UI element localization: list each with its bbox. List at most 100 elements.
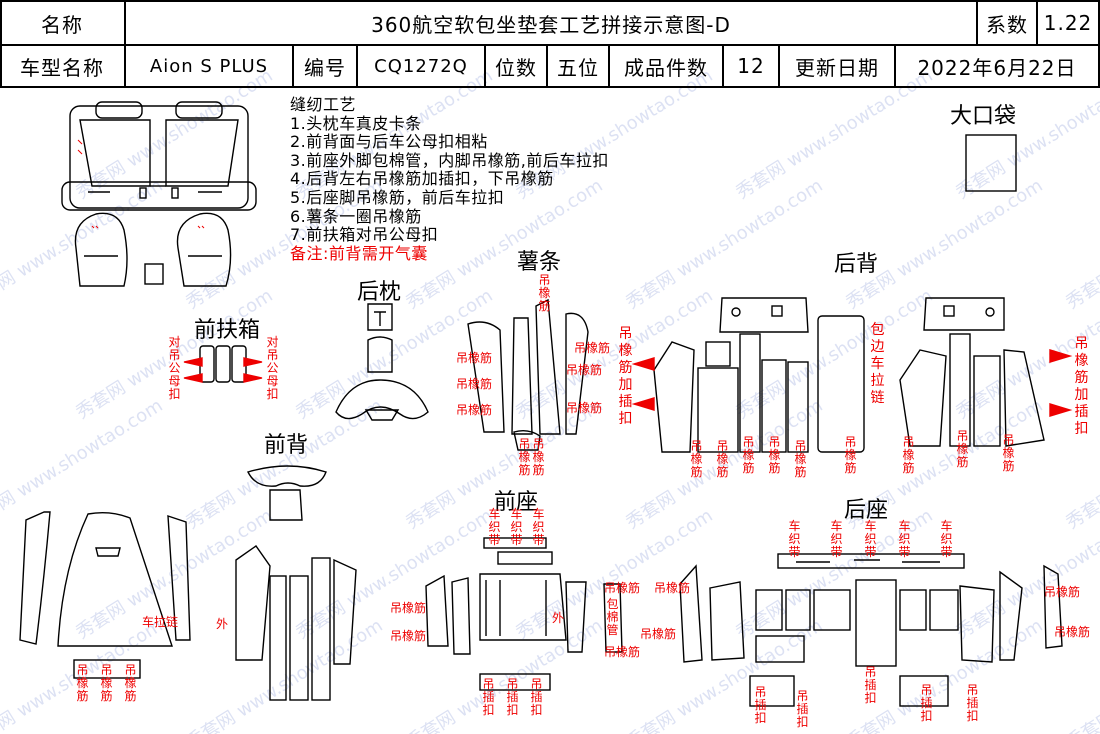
car-overview	[61, 101, 257, 287]
armrest-snap-left: 对吊公母扣	[168, 335, 181, 401]
coef-value: 1.22	[1043, 11, 1093, 35]
process-remark: 备注:前背需开气囊	[290, 243, 428, 263]
front-seat-clip: 吊插扣	[482, 677, 495, 717]
rear-back-elastic: 吊橡筋	[742, 435, 755, 475]
armrest-snap-right: 对吊公母扣	[266, 335, 279, 401]
rear-back-elastic: 吊橡筋	[690, 439, 703, 479]
table-border-mid	[0, 44, 1100, 46]
pieces-label: 成品件数	[610, 46, 724, 86]
process-step: 3.前座外脚包棉管，内脚吊橡筋,前后车拉扣	[290, 150, 609, 170]
process-step: 7.前扶箱对吊公母扣	[290, 225, 439, 245]
front-back-elastic: 吊橡筋	[100, 663, 113, 703]
rear-back-edge-chain: 包边车拉链	[870, 322, 885, 406]
rear-back-elastic: 吊橡筋	[956, 429, 969, 469]
fries-elastic-4: 吊橡筋	[574, 341, 611, 355]
front-seat-title: 前座	[494, 490, 539, 515]
front-back-parts	[19, 465, 357, 701]
rear-seat-clip: 吊插扣	[920, 683, 933, 723]
rear-seat-elastic-1: 吊橡筋	[654, 581, 691, 595]
rear-seat-sew-strip: 车织带	[940, 519, 953, 559]
rear-seat-clip: 吊插扣	[754, 685, 767, 725]
front-seat-elastic-right-2: 吊橡筋	[604, 645, 641, 659]
rear-back-elastic: 吊橡筋	[716, 439, 729, 479]
diagram-title: 360航空软包坐垫套工艺拼接示意图-D	[126, 2, 978, 44]
fries-elastic-5: 吊橡筋	[566, 363, 603, 377]
table-border-top	[0, 0, 1100, 2]
front-seat-outer: 外	[552, 611, 565, 625]
front-armrest-parts	[183, 345, 263, 383]
front-back-outer: 外	[216, 617, 229, 631]
front-back-elastic: 吊橡筋	[124, 663, 137, 703]
model-label: 车型名称	[0, 46, 126, 86]
rear-seat-elastic-3: 吊橡筋	[1044, 585, 1081, 599]
front-seat-parts	[425, 537, 623, 691]
rear-back-elastic-insert-left: 吊橡筋加插扣	[618, 326, 633, 427]
big-pocket-shape	[965, 134, 1017, 192]
rear-seat-elastic-4: 吊橡筋	[1054, 625, 1091, 639]
table-border-left	[0, 0, 2, 88]
front-back-elastic: 吊橡筋	[76, 663, 89, 703]
process-step: 5.后座脚吊橡筋，前后车拉扣	[290, 187, 505, 207]
rear-back-elastic: 吊橡筋	[902, 435, 915, 475]
front-seat-clip: 吊插扣	[506, 677, 519, 717]
rear-back-parts	[631, 297, 1073, 453]
name-label: 名称	[0, 2, 126, 44]
update-label: 更新日期	[780, 46, 896, 86]
front-seat-sew-strip: 车织带	[532, 507, 545, 547]
table-border-right	[1098, 0, 1100, 88]
fries-elastic-6: 吊橡筋	[566, 401, 603, 415]
rear-seat-title: 后座	[844, 498, 889, 523]
rear-back-elastic: 吊橡筋	[794, 439, 807, 479]
rear-seat-elastic-2: 吊橡筋	[640, 627, 677, 641]
front-seat-cotton-tube: 包棉管	[606, 597, 619, 637]
front-seat-elastic-left-1: 吊橡筋	[390, 601, 427, 615]
front-back-pull-chain: 车拉链	[142, 615, 179, 629]
rear-headrest-parts	[335, 303, 429, 421]
rear-back-elastic-insert-right: 吊橡筋加插扣	[1074, 336, 1089, 437]
seat-label: 位数	[486, 46, 548, 86]
rear-seat-sew-strip: 车织带	[864, 519, 877, 559]
coef-label: 系数	[978, 2, 1038, 44]
fries-elastic-1: 吊橡筋	[456, 351, 493, 365]
front-armrest-title: 前扶箱	[194, 318, 261, 343]
process-step: 4.后背左右吊橡筋加插扣，下吊橡筋	[290, 169, 554, 189]
big-pocket-title: 大口袋	[950, 104, 1017, 129]
rear-seat-parts	[679, 553, 1063, 707]
rear-back-title: 后背	[834, 252, 879, 277]
process-step: 2.前背面与后车公母扣相粘	[290, 132, 488, 152]
process-heading: 缝纫工艺	[290, 95, 357, 114]
pieces-value: 12	[724, 46, 780, 86]
rear-seat-sew-strip: 车织带	[788, 519, 801, 559]
model-value: Aion S PLUS	[126, 46, 294, 86]
fries-elastic-7: 吊橡筋	[518, 437, 531, 477]
front-seat-elastic-right-1: 吊橡筋	[604, 581, 641, 595]
code-label: 编号	[294, 46, 358, 86]
fries-elastic-8: 吊橡筋	[532, 437, 545, 477]
front-seat-sew-strip: 车织带	[488, 507, 501, 547]
code-value: CQ1272Q	[358, 46, 486, 86]
header-table: 名称 360航空软包坐垫套工艺拼接示意图-D 系数 1.22 车型名称 Aion…	[0, 0, 1100, 88]
rear-seat-clip: 吊插扣	[966, 683, 979, 723]
front-seat-elastic-left-2: 吊橡筋	[390, 629, 427, 643]
table-border-bottom	[0, 86, 1100, 88]
rear-seat-sew-strip: 车织带	[898, 519, 911, 559]
rear-back-elastic: 吊橡筋	[1002, 433, 1015, 473]
rear-seat-sew-strip: 车织带	[830, 519, 843, 559]
update-value: 2022年6月22日	[917, 55, 1077, 80]
fries-title: 薯条	[517, 250, 562, 275]
rear-back-elastic: 吊橡筋	[844, 435, 857, 475]
process-step: 6.薯条一圈吊橡筋	[290, 206, 422, 226]
fries-elastic-2: 吊橡筋	[456, 377, 493, 391]
front-seat-sew-strip: 车织带	[510, 507, 523, 547]
fries-elastic-3: 吊橡筋	[456, 403, 493, 417]
rear-headrest-title: 后枕	[357, 280, 402, 305]
fries-elastic-top: 吊橡筋	[538, 273, 551, 313]
rear-seat-clip: 吊插扣	[864, 665, 877, 705]
rear-back-elastic: 吊橡筋	[768, 435, 781, 475]
rear-seat-clip: 吊插扣	[796, 689, 809, 729]
front-back-title: 前背	[264, 433, 309, 458]
seat-value: 五位	[548, 46, 610, 86]
process-step: 1.头枕车真皮卡条	[290, 113, 422, 133]
front-seat-clip: 吊插扣	[530, 677, 543, 717]
